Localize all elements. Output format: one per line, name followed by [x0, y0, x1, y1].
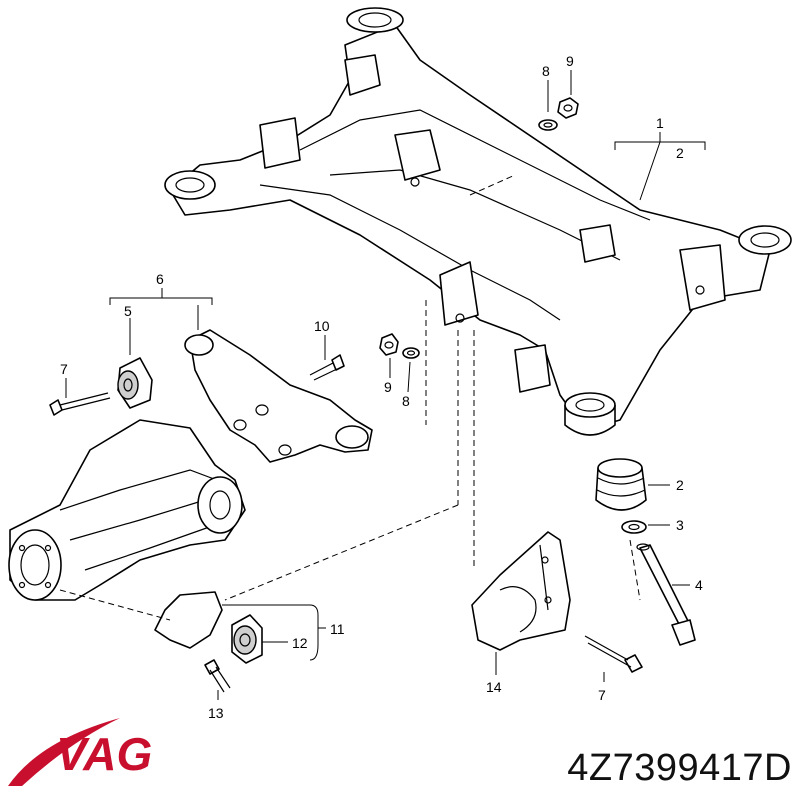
rear-differential	[8, 419, 246, 601]
bolt-left	[49, 392, 111, 416]
logo-text: VAG	[56, 728, 152, 780]
callout-7-left: 7	[60, 361, 68, 377]
callout-13: 13	[208, 705, 224, 721]
rear-subframe	[164, 7, 792, 436]
callout-2-side: 2	[676, 477, 684, 493]
callout-6: 6	[156, 271, 164, 287]
callout-2-top: 2	[676, 145, 684, 161]
part-number: 4Z7399417D	[567, 747, 792, 789]
diff-rear-mount	[154, 591, 263, 693]
callout-10: 10	[314, 318, 330, 334]
callout-leaders	[65, 70, 706, 700]
callout-12: 12	[292, 635, 308, 651]
callout-8-mid: 8	[402, 393, 410, 409]
subframe-bush-assembly	[595, 458, 696, 646]
vag-logo: VAG	[8, 718, 152, 786]
carrier-bush	[117, 357, 153, 409]
callout-14: 14	[486, 679, 502, 695]
bolt-10	[309, 354, 345, 381]
nut-washer-mid	[379, 333, 420, 359]
callout-9-top: 9	[566, 53, 574, 69]
callout-labels: 1 2 8 9 6 5 7 10 9 8 2 3 4 11 12 13 14 7	[60, 53, 703, 721]
callout-7-bottom: 7	[598, 687, 606, 703]
callout-5: 5	[124, 303, 132, 319]
bracket-14	[471, 531, 643, 673]
callout-11: 11	[330, 621, 345, 637]
logo-swoosh	[8, 718, 120, 786]
callout-9-mid: 9	[384, 379, 392, 395]
assembly-guide-lines	[59, 174, 641, 621]
callout-1: 1	[656, 115, 664, 131]
callout-4: 4	[695, 577, 703, 593]
callout-3: 3	[676, 517, 684, 533]
nut-washer-top	[538, 97, 579, 131]
differential-carrier-bracket	[184, 329, 373, 463]
callout-8-top: 8	[542, 63, 550, 79]
